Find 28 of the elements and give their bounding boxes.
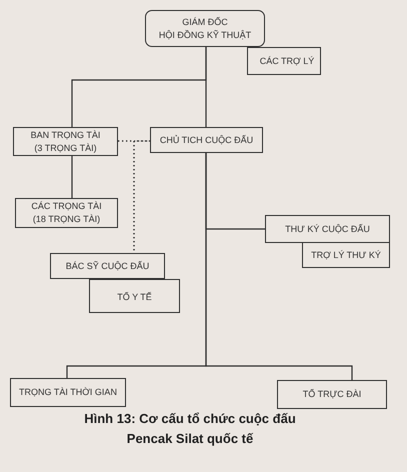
role-label: BAN TRỌNG TÀI (3 TRỌNG TÀI) — [30, 128, 102, 154]
role-box — [265, 215, 390, 243]
role-box — [13, 127, 118, 156]
role-box — [150, 127, 263, 153]
role-label: TRỢ LÝ THƯ KÝ — [311, 248, 381, 262]
role-box — [277, 380, 387, 409]
dotted-connector-line — [133, 140, 150, 253]
role-label: BÁC SỸ CUỘC ĐẤU — [66, 260, 150, 272]
role-label: THƯ KÝ CUỘC ĐẤU — [285, 222, 370, 236]
connector-line — [205, 153, 353, 380]
role-label: GIÁM ĐỐC — [182, 16, 228, 28]
role-box — [247, 47, 321, 75]
role-label: CHỦ TICH CUỘC ĐẤU — [160, 134, 254, 146]
role-label: TỔ TRỰC ĐÀI — [302, 388, 362, 401]
connector-line — [71, 156, 73, 198]
connector-line — [205, 47, 207, 127]
role-box — [89, 279, 180, 313]
role-box — [15, 198, 118, 228]
role-label: CÁC TRỢ LÝ — [260, 54, 314, 68]
role-label: CÁC TRỌNG TÀI (18 TRỌNG TÀI) — [30, 200, 103, 226]
role-box — [50, 253, 165, 279]
role-label: TRỌNG TÀI THỜI GIAN — [19, 386, 117, 399]
role-label: TỔ Y TẾ — [117, 290, 152, 304]
role-box — [10, 378, 126, 407]
role-label: HỘI ĐỒNG KỸ THUẬT — [158, 28, 252, 42]
role-box — [302, 243, 390, 268]
rounded-role-box — [145, 10, 265, 47]
figure-caption: Hình 13: Cơ cấu tổ chức cuộc đấu Pencak Silat quốc tế — [83, 410, 297, 448]
